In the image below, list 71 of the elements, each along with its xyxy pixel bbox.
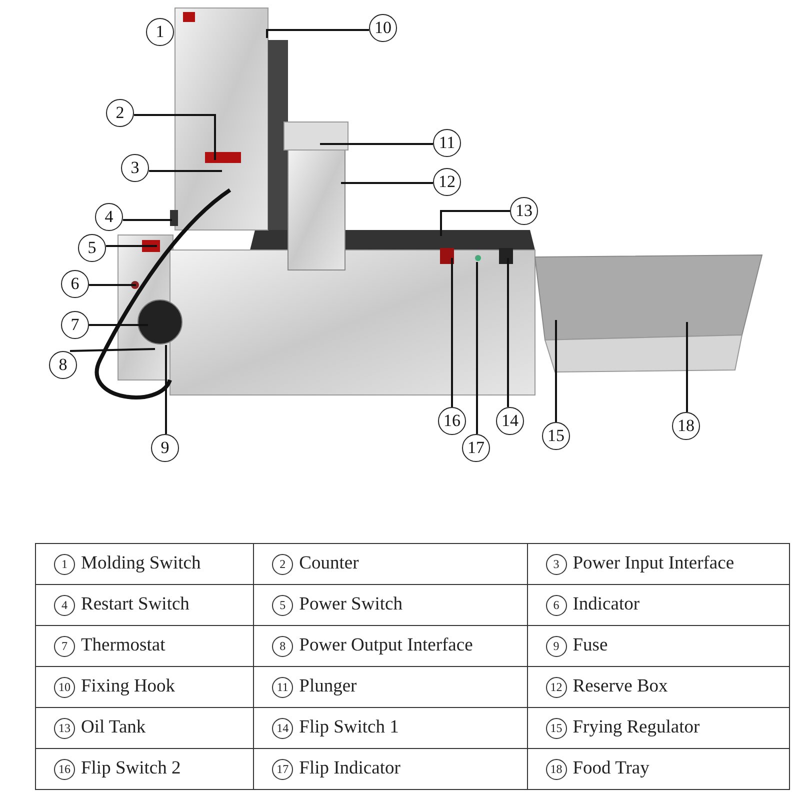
callout-number: 18 [672, 412, 700, 440]
leader-line [476, 262, 478, 434]
part-name: Thermostat [81, 636, 166, 656]
part-name: Fixing Hook [81, 676, 176, 697]
callout-number: 7 [61, 311, 89, 339]
leader-line [89, 284, 136, 286]
part-name: Restart Switch [81, 594, 190, 615]
part-name: Flip Switch 2 [81, 758, 181, 779]
leader-line [89, 324, 148, 326]
leader-line [320, 143, 433, 145]
part-name: Flip Indicator [299, 758, 400, 779]
item-number: 6 [546, 594, 567, 616]
leader-line [451, 258, 453, 407]
callout-number: 6 [61, 270, 89, 298]
item-number: 9 [546, 636, 567, 657]
part-name: Plunger [299, 676, 357, 697]
part-name: Reserve Box [572, 676, 668, 697]
leader-line [106, 245, 157, 247]
leader-line [440, 210, 510, 236]
leader-line [123, 219, 172, 221]
callout-number: 16 [438, 407, 466, 435]
part-name: Flip Switch 1 [299, 718, 399, 738]
callout-number: 4 [95, 203, 123, 231]
part-name: Counter [299, 554, 359, 574]
callout-number: 3 [121, 154, 149, 182]
leader-line [341, 182, 433, 184]
part-name: Frying Regulator [572, 718, 700, 738]
part-name: Power Output Interface [299, 636, 473, 656]
leader-line [686, 322, 688, 412]
item-number: 10 [54, 676, 75, 698]
callout-number: 8 [49, 351, 77, 379]
callout-number: 2 [106, 99, 134, 127]
item-number: 17 [272, 758, 294, 780]
part-name: Power Input Interface [572, 554, 734, 574]
item-number: 11 [272, 676, 294, 698]
part-name: Molding Switch [81, 554, 201, 574]
leader-line [70, 348, 156, 352]
item-number: 15 [546, 718, 567, 739]
callout-number: 14 [496, 407, 524, 435]
leader-line [149, 170, 222, 172]
item-number: 5 [272, 594, 294, 616]
item-number: 14 [272, 718, 294, 739]
part-name: Food Tray [572, 758, 650, 779]
item-number: 18 [546, 758, 567, 780]
part-name: Fuse [572, 636, 608, 656]
item-number: 2 [272, 554, 294, 575]
part-name: Oil Tank [81, 718, 146, 738]
item-number: 3 [546, 554, 567, 575]
item-number: 7 [54, 636, 75, 657]
item-number: 1 [54, 554, 75, 575]
callout-number: 13 [510, 197, 538, 225]
item-number: 13 [54, 718, 75, 739]
part-name: Indicator [572, 594, 640, 615]
callout-number: 15 [542, 422, 570, 450]
leader-line [134, 114, 216, 160]
callout-number: 10 [369, 14, 397, 42]
callout-number: 17 [462, 434, 490, 462]
leader-line [507, 258, 509, 407]
item-number: 12 [546, 676, 567, 698]
leader-line [266, 29, 369, 38]
leader-line [555, 320, 557, 422]
leader-line [165, 345, 167, 434]
item-number: 4 [54, 594, 75, 616]
callout-number: 5 [78, 234, 106, 262]
callout-number: 11 [433, 129, 461, 157]
item-number: 16 [54, 758, 75, 780]
item-number: 8 [272, 636, 294, 657]
callout-number: 1 [146, 18, 174, 46]
part-name: Power Switch [299, 594, 402, 615]
callout-number: 9 [151, 434, 179, 462]
callout-number: 12 [433, 168, 461, 196]
